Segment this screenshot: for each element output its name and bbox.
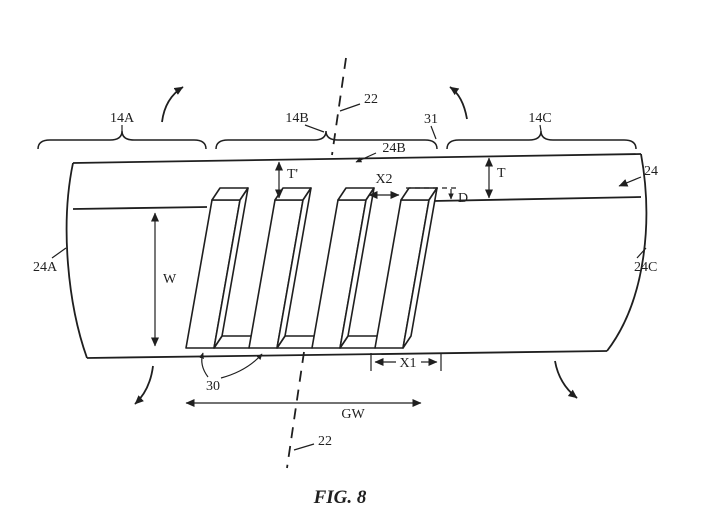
label-24C: 24C	[634, 260, 657, 275]
band-inner-line-left	[72, 206, 208, 210]
bend-axis-dashed-line-bottom	[286, 351, 305, 469]
label-gw: GW	[341, 407, 365, 422]
label-region-14B: 14B	[285, 111, 308, 126]
brace-region-14B	[215, 130, 438, 150]
figure-caption: FIG. 8	[313, 487, 367, 508]
bend-arrow-bottom-left	[134, 365, 154, 405]
label-22-top: 22	[364, 92, 378, 107]
label-region-14A: 14A	[110, 111, 135, 126]
band-right-broken-edge	[606, 153, 648, 352]
band-inner-line-right	[432, 196, 642, 202]
label-x1: X1	[399, 356, 416, 371]
label-24: 24	[644, 164, 658, 179]
leader-24A	[51, 247, 67, 259]
brace-region-14C	[446, 130, 637, 150]
label-31: 31	[424, 112, 438, 127]
bend-arrow-bottom-right	[554, 360, 578, 399]
leader-14C	[539, 124, 542, 132]
leader-24B	[355, 152, 377, 163]
label-t-prime: T'	[287, 167, 298, 182]
leader-30-b	[220, 353, 263, 379]
slat-4-side-face	[402, 187, 438, 349]
leader-14B	[304, 124, 325, 133]
leader-24C	[636, 247, 647, 259]
bend-axis-dashed-line-top	[331, 57, 347, 156]
label-x2: X2	[375, 172, 392, 187]
slat-1-side-face	[213, 187, 249, 349]
leader-30-a	[198, 352, 209, 378]
leader-31	[430, 125, 437, 140]
leader-22-bottom	[293, 443, 315, 451]
bend-arrow-top-right	[449, 86, 468, 120]
label-region-14C: 14C	[528, 111, 551, 126]
band-left-broken-edge	[65, 162, 88, 359]
label-24A: 24A	[33, 260, 58, 275]
ridge-slat-1	[185, 187, 249, 349]
leader-24	[618, 176, 642, 187]
label-w: W	[163, 272, 177, 287]
label-24B: 24B	[382, 141, 405, 156]
band-bottom-edge	[86, 350, 608, 359]
ridge-slat-4	[374, 187, 438, 349]
leader-22-top	[339, 103, 361, 112]
label-t: T	[497, 166, 506, 181]
bend-arrow-top-left	[161, 86, 184, 123]
label-d: D	[458, 191, 468, 206]
slat-2-side-face	[276, 187, 312, 349]
ridge-slat-2	[248, 187, 312, 349]
label-30: 30	[206, 379, 220, 394]
ridge-slat-3	[311, 187, 375, 349]
label-22-bottom: 22	[318, 434, 332, 449]
brace-region-14A	[37, 130, 207, 150]
